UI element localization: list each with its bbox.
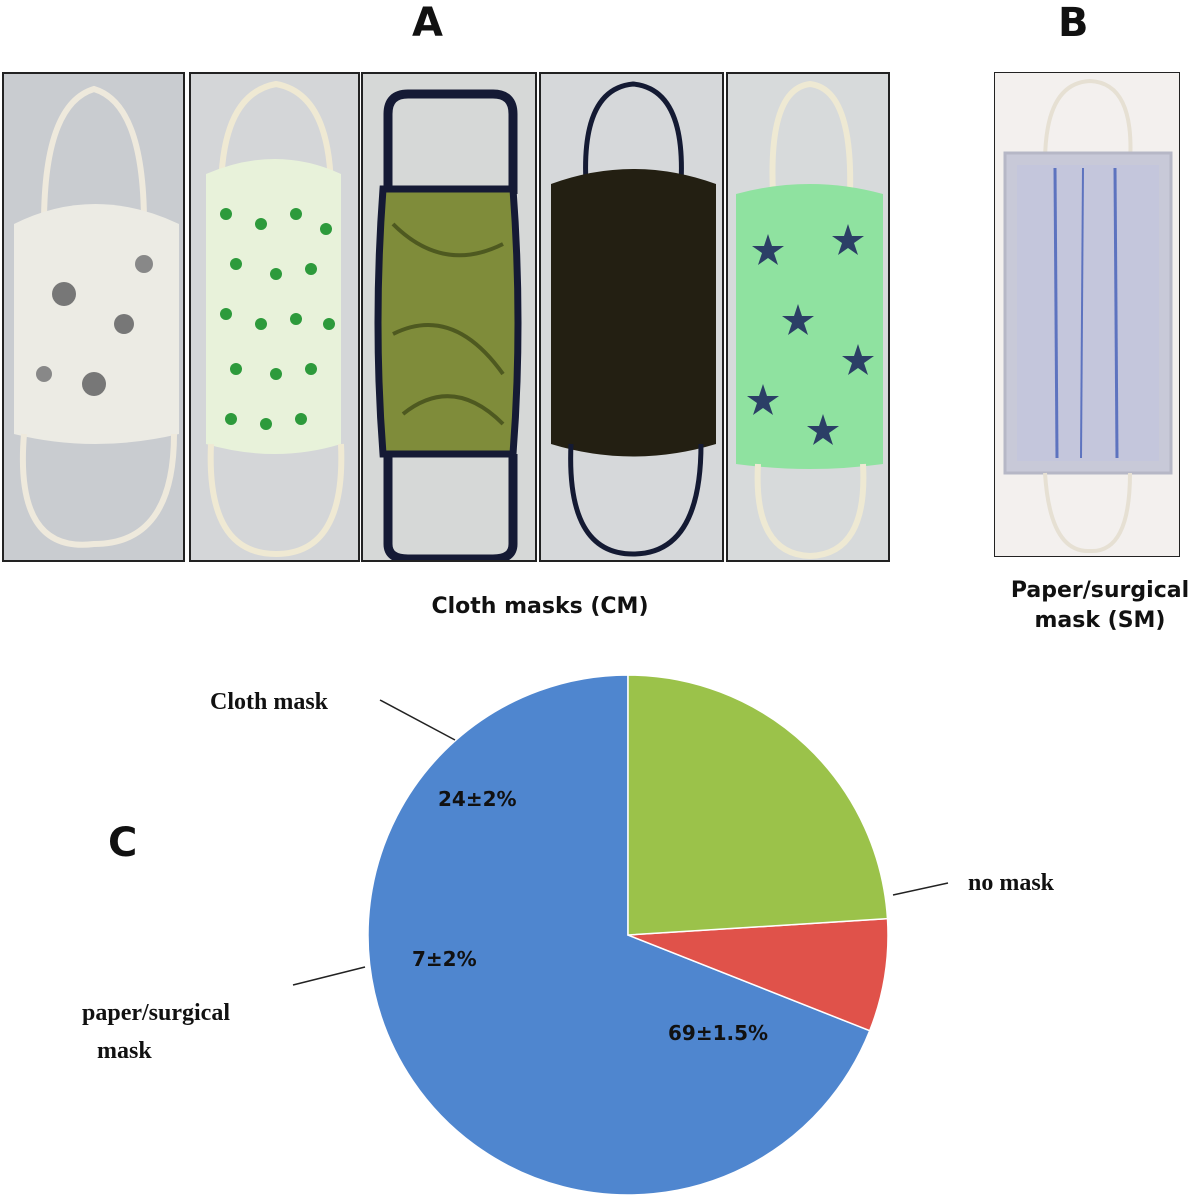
surgical-mask-photo	[994, 72, 1180, 557]
cloth-mask-photo-2	[189, 72, 360, 562]
cloth-mask-photo-1	[2, 72, 185, 562]
no-mask-leader-line	[892, 882, 949, 896]
cloth-mask-photo-3	[361, 72, 537, 562]
no-mask-value-label: 69±1.5%	[668, 1021, 768, 1045]
paper-surgical-label-line1: paper/surgical	[82, 1000, 230, 1026]
cloth-mask-photo-4	[539, 72, 724, 562]
pie-slice-paper-surgical-mask	[627, 917, 889, 1032]
cloth-mask-label: Cloth mask	[210, 689, 329, 715]
cloth-mask-leader-line	[379, 699, 456, 741]
paper-surgical-leader-line	[292, 966, 366, 986]
paper-surgical-label-line2: mask	[97, 1038, 152, 1064]
pie-slice-no-mask	[367, 674, 871, 1196]
surgical-mask-caption: Paper/surgical mask (SM)	[1010, 578, 1190, 633]
panel-a-letter: A	[412, 0, 443, 46]
cloth-mask-photo-5	[726, 72, 890, 562]
panel-c-letter: C	[108, 820, 138, 866]
cloth-masks-caption: Cloth masks (CM)	[431, 594, 649, 619]
cloth-mask-value-label: 24±2%	[438, 787, 517, 811]
pie-chart: Cloth mask no mask paper/surgical mask 2…	[82, 674, 1055, 1196]
paper-surgical-value-label: 7±2%	[412, 947, 477, 971]
no-mask-label: no mask	[968, 870, 1055, 896]
panel-b-letter: B	[1058, 0, 1089, 46]
pie-slice-cloth-mask	[627, 674, 889, 936]
